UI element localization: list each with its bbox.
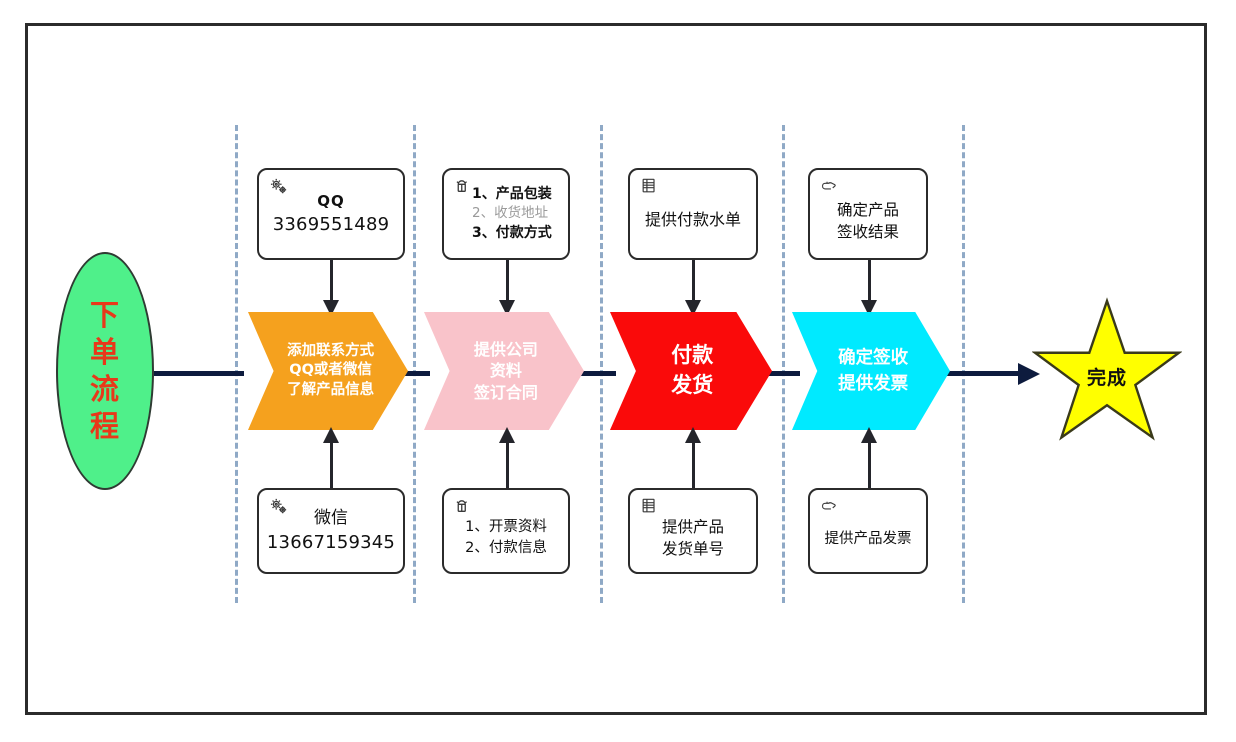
note-stage-3-bottom-text: 提供产品 发货单号 [661,518,724,558]
document-list-icon [639,496,665,520]
connector-stage-3-bottom-arrow [685,427,701,443]
note-stage-4-top-text: 确定产品 签收结果 [836,201,899,241]
note-stage-2-bottom[interactable]: 1、开票资料 2、付款信息 [442,488,570,574]
connector-stage-3-bottom [692,441,695,489]
connector-stage-2-bottom-arrow [499,427,515,443]
pointing-hand-icon [819,176,845,200]
note-stage-3-bottom[interactable]: 提供产品 发货单号 [628,488,758,574]
connector-stage-1-bottom-arrow [323,427,339,443]
connector-stage-1-top [330,260,333,304]
note-stage-4-bottom[interactable]: 提供产品发票 [808,488,928,574]
note-stage-1-bottom[interactable]: 微信 13667159345 [257,488,405,574]
note-stage-1-bottom-text: 微信 13667159345 [266,508,396,554]
pointing-hand-icon [819,496,845,520]
main-flow-arrowhead [1018,363,1040,385]
connector-stage-3-top [692,260,695,304]
main-flow-segment-2 [566,371,616,376]
process-stage-4[interactable]: 确定签收 提供发票 [792,312,950,430]
process-stage-3[interactable]: 付款 发货 [610,312,772,430]
process-stage-2-label: 提供公司 资料 签订合同 [473,340,538,402]
start-node[interactable]: 下 单 流 程 [56,252,154,490]
note-stage-1-top-text: QQ 3369551489 [272,191,390,235]
process-stage-4-label: 确定签收 提供发票 [838,347,909,394]
lane-divider-4 [782,125,785,603]
note-stage-3-top[interactable]: 提供付款水单 [628,168,758,260]
main-flow-segment-0 [154,371,244,376]
process-stage-3-label: 付款 发货 [671,343,714,397]
connector-stage-4-bottom-arrow [861,427,877,443]
lane-divider-5 [962,125,965,603]
main-flow-segment-4 [940,371,1022,376]
star-icon [1031,297,1183,441]
note-stage-4-bottom-text: 提供产品发票 [824,530,912,547]
lane-divider-1 [235,125,238,603]
document-list-icon [639,176,665,200]
note-stage-1-top[interactable]: QQ 3369551489 [257,168,405,260]
connector-stage-2-bottom [506,441,509,489]
connector-stage-4-bottom [868,441,871,489]
diagram-frame [25,23,1207,715]
lane-divider-2 [413,125,416,603]
main-flow-segment-1 [388,371,430,376]
package-person-icon [453,496,479,520]
note-stage-4-top[interactable]: 确定产品 签收结果 [808,168,928,260]
gears-icon [268,176,294,200]
process-stage-1-label: 添加联系方式 QQ或者微信 了解产品信息 [287,343,375,398]
connector-stage-4-top [868,260,871,304]
note-stage-2-bottom-text: 1、开票资料 2、付款信息 [465,519,547,556]
end-node[interactable]: 完成 [1031,297,1183,449]
start-node-label: 下 单 流 程 [89,297,120,444]
package-person-icon [453,176,479,200]
connector-stage-1-bottom [330,441,333,489]
gears-icon [268,496,294,520]
end-node-label: 完成 [1086,367,1127,389]
note-stage-2-top-text: 1、产品包装 2、收货地址 3、付款方式 [472,185,552,241]
main-flow-segment-3 [756,371,800,376]
note-stage-3-top-text: 提供付款水单 [644,209,741,229]
note-stage-2-top[interactable]: 1、产品包装 2、收货地址 3、付款方式 [442,168,570,260]
connector-stage-2-top [506,260,509,304]
process-stage-2[interactable]: 提供公司 资料 签订合同 [424,312,584,430]
process-stage-1[interactable]: 添加联系方式 QQ或者微信 了解产品信息 [248,312,408,430]
lane-divider-3 [600,125,603,603]
